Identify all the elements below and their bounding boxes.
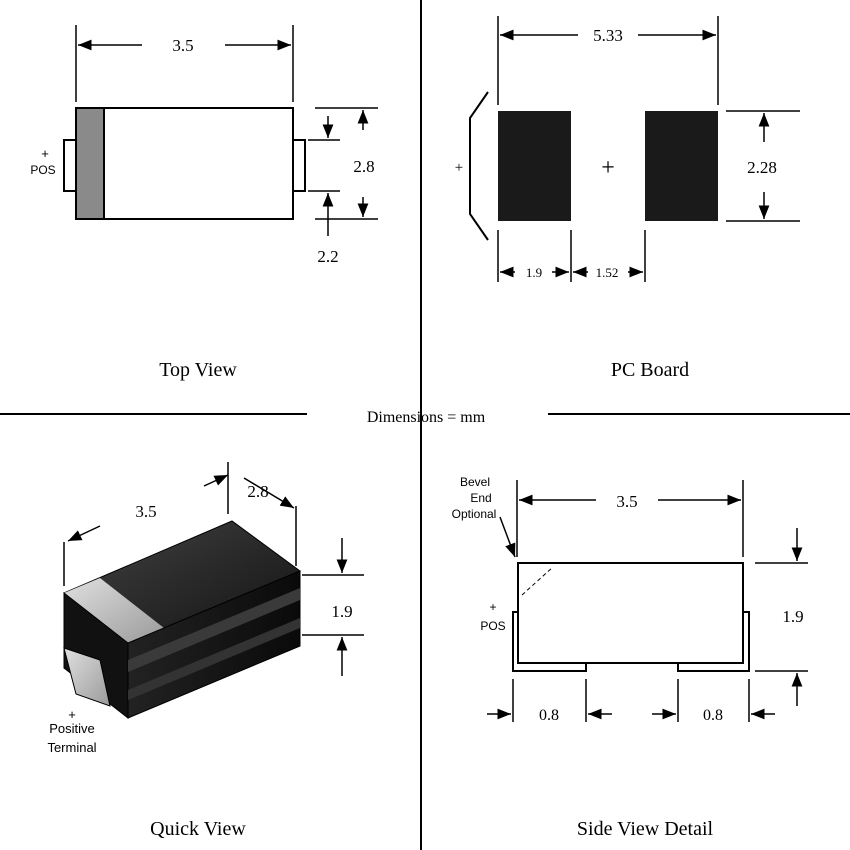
top-view: 3.5 2.8 2.2 + POS Top View <box>30 25 378 381</box>
right-terminal <box>292 139 306 192</box>
package-band <box>64 578 164 643</box>
pcb-length-label: 5.33 <box>593 26 623 45</box>
right-lead <box>677 611 750 672</box>
side-view-detail: 3.5 1.9 0.8 0.8 Bevel End Optional + POS… <box>452 475 808 840</box>
left-terminal <box>63 139 77 192</box>
side-pos-plus: + <box>489 600 496 614</box>
pcb-pad-height-label: 2.28 <box>747 158 777 177</box>
quick-length-label: 3.5 <box>135 502 156 521</box>
positive-terminal-lead <box>63 647 111 707</box>
top-view-body <box>75 107 294 220</box>
pcb-plus-center: + <box>601 155 615 181</box>
pc-board-title: PC Board <box>611 359 689 381</box>
side-view-title: Side View Detail <box>577 818 714 840</box>
quick-terminal-label-1: Positive <box>49 721 95 736</box>
top-terminal-width-label: 2.2 <box>317 247 338 266</box>
pcb-plus-left: + <box>455 160 463 176</box>
right-pad <box>645 111 718 221</box>
quick-terminal-label-2: Terminal <box>47 740 96 755</box>
left-lead <box>512 611 587 672</box>
quick-terminal-plus: + <box>68 707 76 722</box>
side-view-body <box>517 562 744 664</box>
quick-view-title: Quick View <box>150 818 246 840</box>
bevel-label-1: Bevel <box>460 475 490 489</box>
quick-width-label: 2.8 <box>247 482 268 501</box>
side-lead-left-label: 0.8 <box>539 707 559 724</box>
side-length-label: 3.5 <box>616 492 637 511</box>
side-pos-label: POS <box>480 619 505 633</box>
bevel-leader <box>499 516 516 558</box>
cathode-band <box>77 109 104 218</box>
polarity-bracket <box>469 91 489 241</box>
top-width-label: 2.8 <box>353 157 374 176</box>
side-lead-right-label: 0.8 <box>703 707 723 724</box>
top-pos-plus: + <box>41 146 49 161</box>
quick-height-label: 1.9 <box>331 602 352 621</box>
left-pad <box>498 111 571 221</box>
side-height-label: 1.9 <box>782 607 803 626</box>
top-pos-label: POS <box>30 163 55 177</box>
quick-view: 3.5 2.8 1.9 + Positive Terminal Quick Vi… <box>47 462 364 840</box>
top-length-label: 3.5 <box>172 36 193 55</box>
bevel-label-3: Optional <box>452 507 497 521</box>
pcb-pad-gap-label: 1.52 <box>596 265 619 280</box>
pcb-pad-width-label: 1.9 <box>526 265 542 280</box>
pc-board-view: + + 5.33 2.28 1.9 1.52 PC Board <box>455 16 800 381</box>
dimensions-legend: Dimensions = mm <box>367 409 486 426</box>
bevel-label-2: End <box>470 491 491 505</box>
top-view-title: Top View <box>159 359 237 381</box>
